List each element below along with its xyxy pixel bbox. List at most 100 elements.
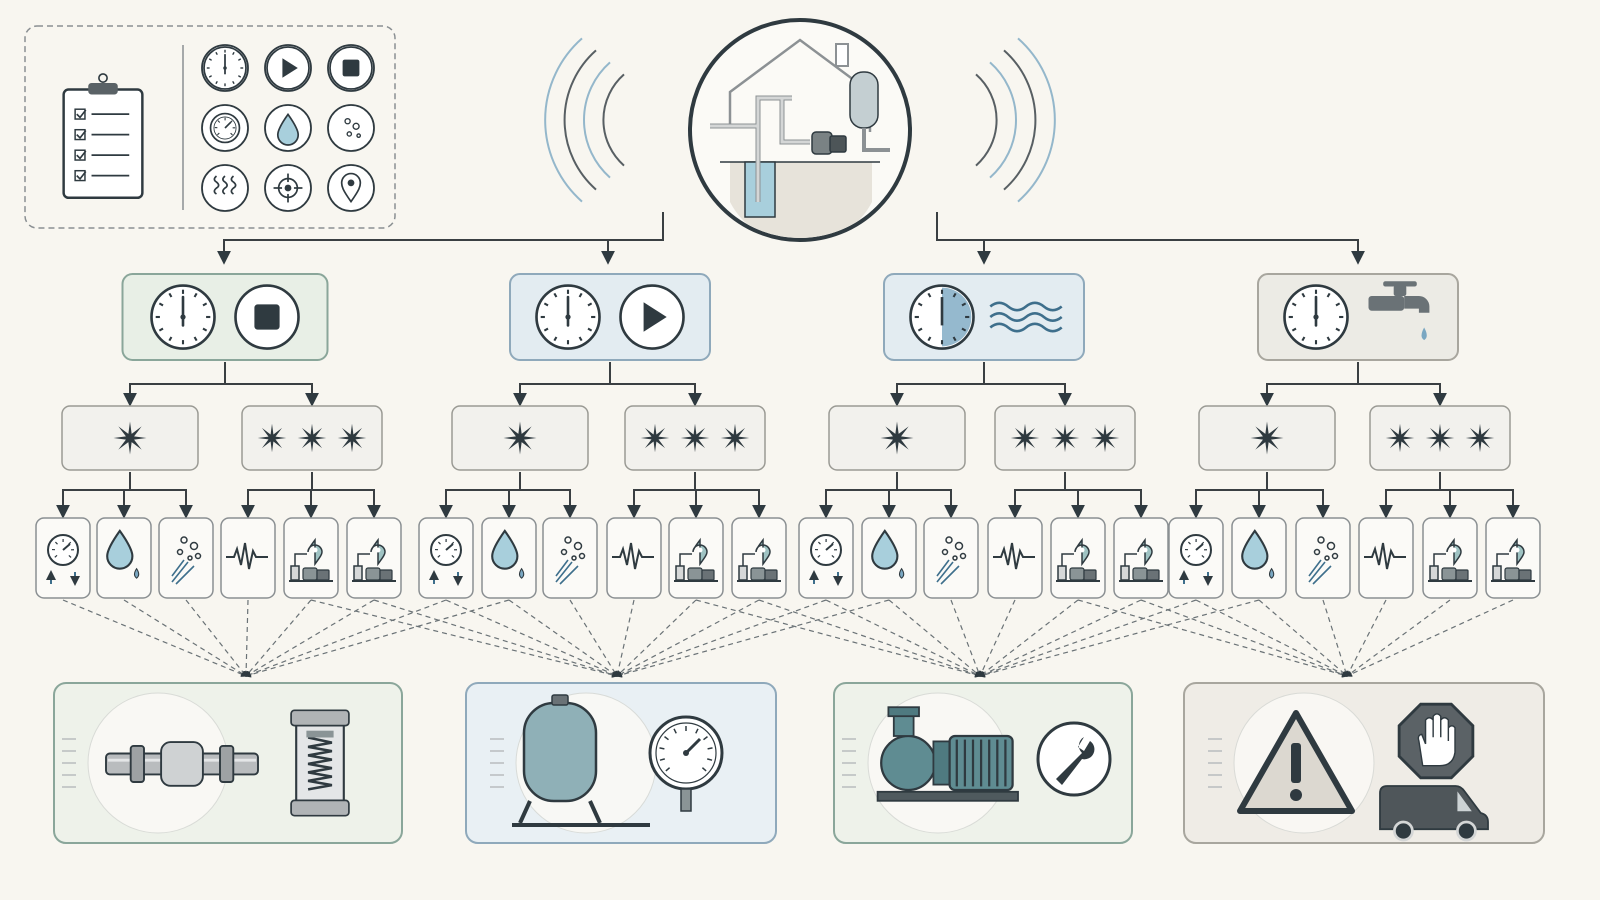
legend-item-vibration [201, 164, 249, 212]
burst-icon [680, 423, 710, 453]
burst-icon [880, 421, 914, 455]
target-icon [273, 173, 303, 203]
vibration-wave-icon [226, 542, 268, 570]
air-spray-icon [936, 536, 967, 585]
burst-icon [1010, 423, 1040, 453]
connector [1267, 489, 1330, 519]
pump-location-icon [289, 537, 333, 582]
pump-location-icon [737, 537, 781, 582]
connector [984, 383, 1072, 407]
connector [936, 212, 1365, 265]
vibration-wave-icon [1364, 542, 1406, 570]
icon-legend [24, 25, 396, 229]
connector [1440, 489, 1520, 519]
burst-icon [337, 423, 367, 453]
burst-icon [1090, 423, 1120, 453]
stop-hand-icon [1397, 702, 1475, 780]
dashed-connector [979, 599, 1016, 678]
dashed-connector [888, 599, 981, 677]
dashed-connector [615, 599, 890, 678]
dashed-connector [1346, 599, 1451, 677]
dashed-connector [244, 599, 447, 678]
legend-frame [24, 25, 396, 229]
pump-location-icon [1428, 537, 1472, 582]
dashed-connector [569, 599, 618, 678]
dashed-connector [373, 599, 619, 678]
dashed-connector [1258, 599, 1348, 677]
partial-clock-icon [909, 284, 975, 350]
faucet-drip-icon [1368, 281, 1430, 341]
house-well-pump-system-icon [710, 38, 890, 238]
dashed-connector [185, 599, 247, 677]
stop-icon [234, 284, 300, 350]
dashed-connector [244, 599, 375, 677]
symptom-single [828, 405, 966, 471]
connector [1358, 383, 1447, 407]
outcome-card-pump-repair [833, 682, 1133, 844]
dashed-connector [1345, 599, 1514, 677]
connector [1008, 472, 1066, 519]
water-drops-icon [1241, 529, 1275, 579]
clock-icon [150, 284, 216, 350]
burst-icon [1425, 423, 1455, 453]
dashed-connector [616, 599, 697, 677]
dashed-connector [243, 599, 250, 678]
connector [1260, 362, 1359, 407]
burst-icon [1385, 423, 1415, 453]
leaf-card-air-spray [542, 517, 598, 599]
dashed-connector [445, 599, 619, 677]
legend-item-pressure-gauge [201, 104, 249, 152]
connector-lines [56, 212, 1520, 678]
legend-item-play [264, 44, 312, 92]
water-waves-icon [989, 301, 1063, 333]
connector [819, 472, 898, 519]
leaf-card-air-spray [1295, 517, 1351, 599]
connector [520, 489, 577, 519]
connector [217, 212, 664, 265]
dashed-connector [1077, 599, 1349, 678]
leaf-card-pump-location [346, 517, 402, 599]
dashed-connector [950, 599, 982, 678]
dashed-connector [615, 599, 635, 678]
connector [1189, 472, 1268, 519]
gauge-arrows-icon [1179, 534, 1213, 586]
burst-icon [297, 423, 327, 453]
centrifugal-pump-icon [876, 706, 1019, 802]
connector [937, 239, 991, 265]
legend-item-clock [201, 44, 249, 92]
water-drops-icon [871, 529, 905, 579]
dashed-connector [825, 599, 982, 677]
leaf-card-air-spray [158, 517, 214, 599]
clipboard-checklist-icon [62, 73, 144, 199]
dashed-connector [695, 599, 982, 678]
dashed-connector [615, 599, 827, 678]
pressure-tank-icon [512, 694, 650, 827]
connector [890, 362, 985, 407]
legend-item-water-drop [264, 104, 312, 152]
dashed-connector [1322, 599, 1349, 678]
clock-icon [535, 284, 601, 350]
water-drops-icon [491, 529, 525, 579]
vibration-wave-icon [993, 542, 1035, 570]
symptom-single [61, 405, 199, 471]
outcome-card-stop-call [1183, 682, 1545, 844]
dashed-connector [978, 599, 1197, 678]
burst-icon [113, 421, 147, 455]
legend-item-stop [327, 44, 375, 92]
dashed-connector [615, 599, 760, 677]
vibration-wave-icon [612, 542, 654, 570]
burst-icon [257, 423, 287, 453]
symptom-triple [624, 405, 766, 471]
burst-icon [503, 421, 537, 455]
location-pin-icon [340, 172, 362, 204]
leaf-card-vibration-wave [606, 517, 662, 599]
wrench-icon [1036, 721, 1112, 797]
leaf-card-water-drop [481, 517, 537, 599]
pump-location-icon [1056, 537, 1100, 582]
branch-card-running [509, 273, 711, 361]
symptom-triple [994, 405, 1136, 471]
warning-triangle-icon [1237, 710, 1355, 814]
vibration-icon [213, 175, 237, 195]
leaf-card-pump-location [283, 517, 339, 599]
